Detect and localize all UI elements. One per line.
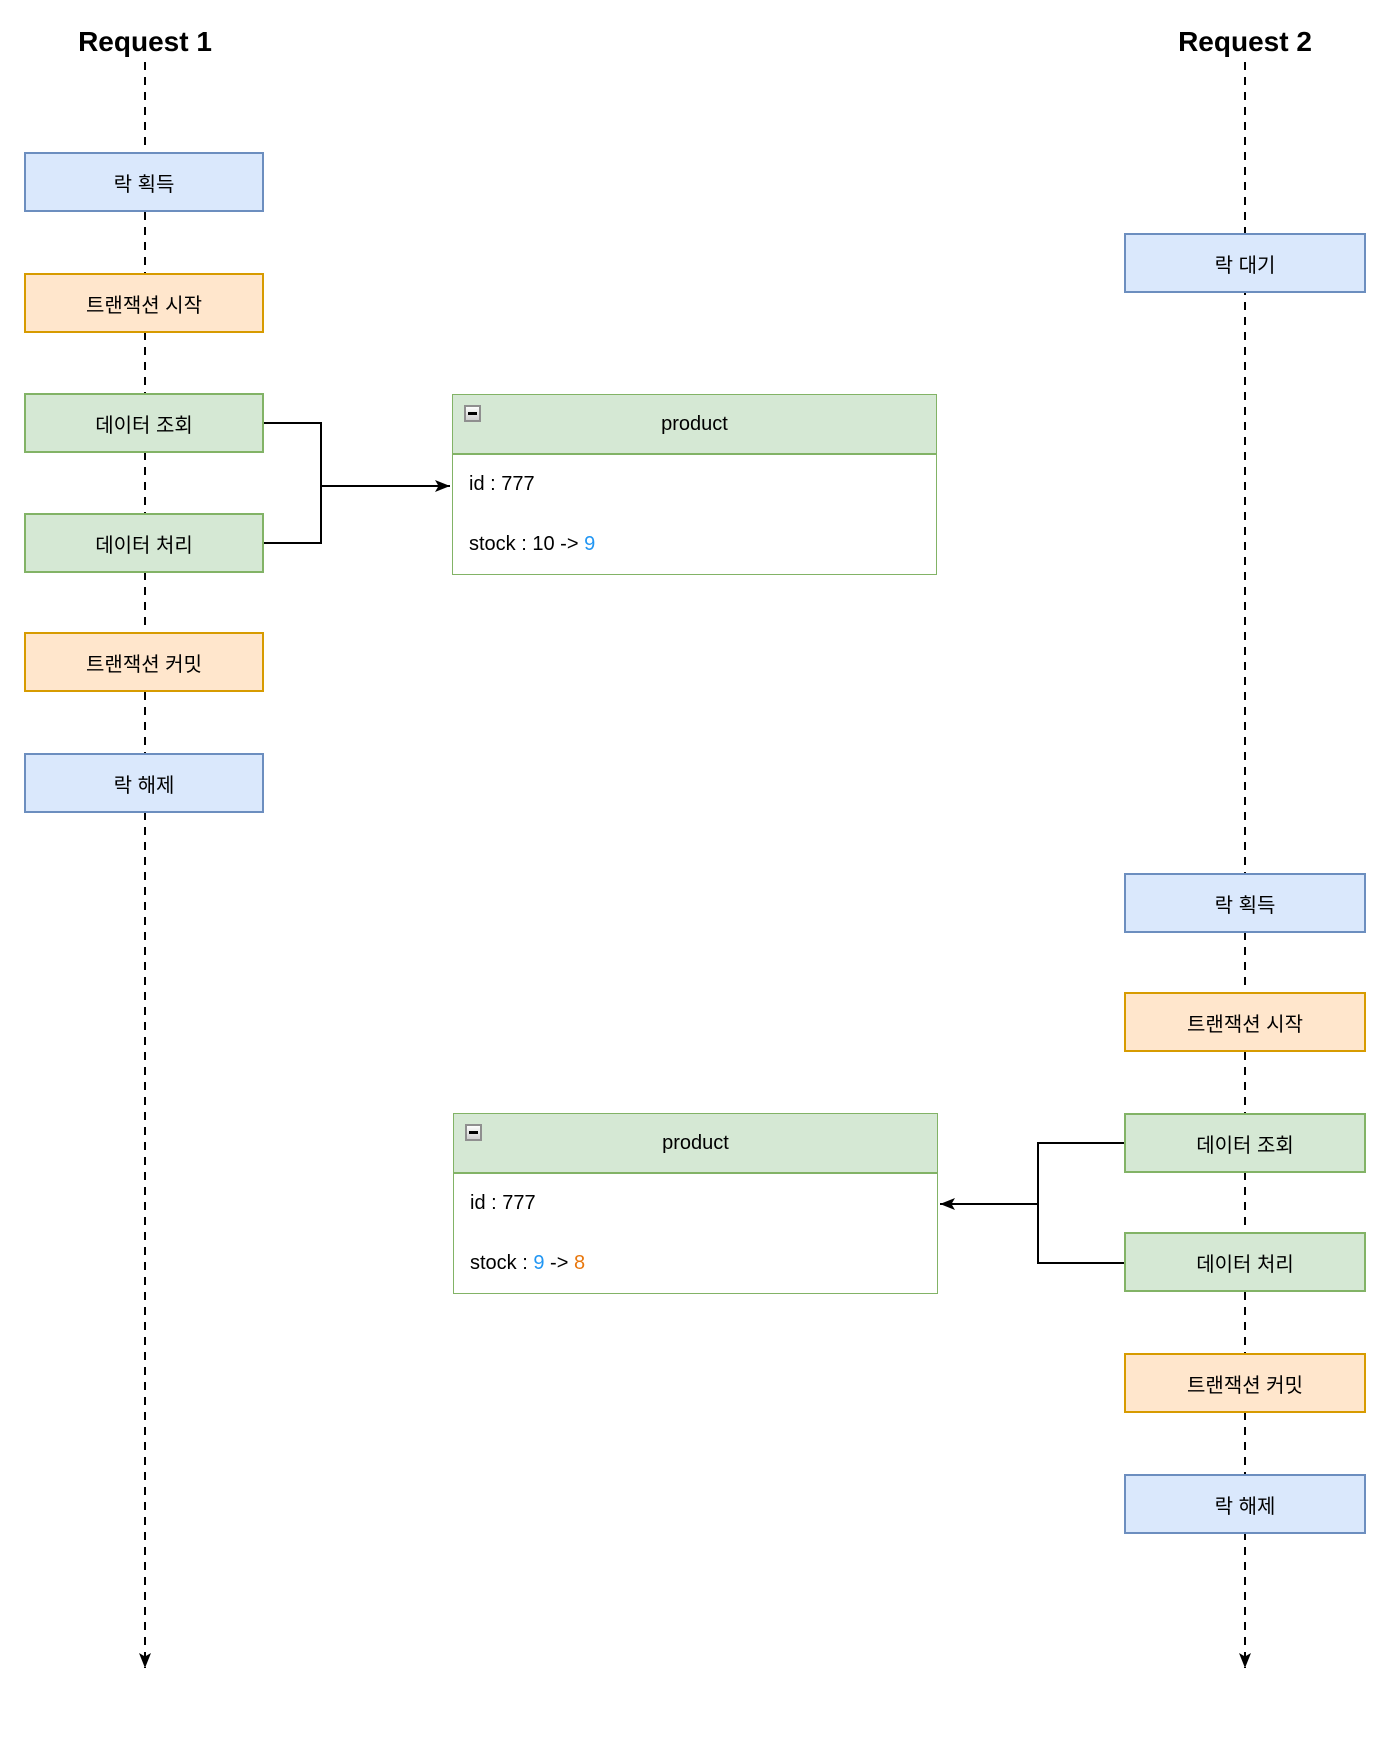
request1-step-lock-acquire: 락 획득 [24, 152, 264, 212]
entity-product-1-body: id : 777 stock : 10 -> 9 [453, 455, 936, 574]
stock-arrow-text: -> [544, 1251, 574, 1274]
step-label: 데이터 조회 [95, 414, 193, 437]
request2-step-data-process: 데이터 처리 [1124, 1232, 1366, 1292]
entity-title: product [661, 412, 728, 435]
step-label: 트랜잭션 시작 [1187, 1013, 1303, 1036]
step-label: 데이터 처리 [1196, 1253, 1294, 1276]
step-label: 락 획득 [1214, 894, 1276, 917]
step-label: 트랜잭션 커밋 [1187, 1374, 1303, 1397]
request2-step-transaction-begin: 트랜잭션 시작 [1124, 992, 1366, 1052]
request1-step-data-process: 데이터 처리 [24, 513, 264, 573]
request1-step-transaction-commit: 트랜잭션 커밋 [24, 632, 264, 692]
entity-product-1-header: product [453, 395, 936, 455]
step-label: 락 해제 [113, 774, 175, 797]
step-label: 락 해제 [1214, 1495, 1276, 1518]
step-label: 트랜잭션 커밋 [86, 653, 202, 676]
request2-title: Request 2 [1178, 26, 1312, 57]
minus-icon[interactable] [465, 1124, 482, 1141]
entity-row-stock: stock : 10 -> 9 [453, 515, 936, 575]
entity-product-1: product id : 777 stock : 10 -> 9 [452, 394, 937, 575]
entity-row-stock: stock : 9 -> 8 [454, 1234, 937, 1294]
stock-text: stock : 10 -> [469, 532, 585, 555]
step-label: 락 대기 [1214, 254, 1276, 277]
request2-step-lock-release: 락 해제 [1124, 1474, 1366, 1534]
entity-product-2-header: product [454, 1114, 937, 1174]
stock-old-value: 9 [533, 1251, 545, 1274]
entity-row-id: id : 777 [469, 473, 535, 496]
step-label: 트랜잭션 시작 [86, 294, 202, 317]
step-label: 데이터 조회 [1196, 1134, 1294, 1157]
stock-text: stock : [470, 1251, 534, 1274]
request2-step-lock-wait: 락 대기 [1124, 233, 1366, 293]
stock-new-value: 9 [584, 532, 596, 555]
request1-title: Request 1 [78, 26, 212, 57]
request1-step-transaction-begin: 트랜잭션 시작 [24, 273, 264, 333]
stock-new-value: 8 [573, 1251, 586, 1274]
request2-step-data-select: 데이터 조회 [1124, 1113, 1366, 1173]
request1-step-data-select: 데이터 조회 [24, 393, 264, 453]
step-label: 데이터 처리 [95, 534, 193, 557]
request2-step-lock-acquire: 락 획득 [1124, 873, 1366, 933]
entity-product-2-body: id : 777 stock : 9 -> 8 [454, 1174, 937, 1293]
request1-entity-connector-bracket [264, 422, 322, 544]
step-label: 락 획득 [113, 173, 175, 196]
request1-step-lock-release: 락 해제 [24, 753, 264, 813]
request2-entity-connector-bracket [1037, 1142, 1124, 1264]
entity-title: product [662, 1131, 729, 1154]
entity-row-id: id : 777 [470, 1192, 536, 1215]
request2-step-transaction-commit: 트랜잭션 커밋 [1124, 1353, 1366, 1413]
entity-product-2: product id : 777 stock : 9 -> 8 [453, 1113, 938, 1294]
minus-icon[interactable] [464, 405, 481, 422]
